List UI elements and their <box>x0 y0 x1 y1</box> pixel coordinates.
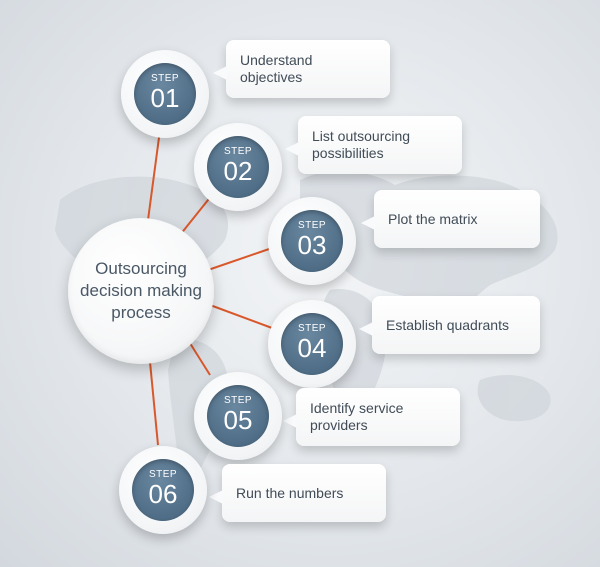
step-02-number: 02 <box>223 156 253 186</box>
central-topic-label: Outsourcing decision making process <box>80 259 202 322</box>
step-05-callout: Identify service providers <box>283 388 460 446</box>
step-03-badge: STEP 03 <box>268 197 356 285</box>
connector-step-02 <box>179 194 213 236</box>
step-04-callout: Establish quadrants <box>359 296 540 354</box>
connector-step-05 <box>187 339 211 376</box>
step-06-number: 06 <box>148 479 178 509</box>
step-01-word: STEP <box>150 73 180 84</box>
step-01-number: 01 <box>150 83 180 113</box>
step-01-badge: STEP 01 <box>121 50 209 138</box>
step-05-text: Identify service providers <box>310 400 404 433</box>
step-01-callout: Understand objectives <box>213 40 390 98</box>
step-05-number: 05 <box>223 405 253 435</box>
step-05-word: STEP <box>223 395 253 406</box>
connector-step-03 <box>207 247 273 271</box>
step-06-callout: Run the numbers <box>209 464 386 522</box>
connector-step-01 <box>147 129 161 221</box>
step-02-callout: List outsourcing possibilities <box>285 116 462 174</box>
step-02-word: STEP <box>223 146 253 157</box>
step-04-text: Establish quadrants <box>386 316 509 333</box>
step-06-badge: STEP 06 <box>119 446 207 534</box>
step-03-number: 03 <box>297 230 327 260</box>
central-topic-circle: Outsourcing decision making process <box>68 218 214 364</box>
step-02-badge: STEP 02 <box>194 123 282 211</box>
step-06-word: STEP <box>148 469 178 480</box>
step-04-badge: STEP 04 <box>268 300 356 388</box>
step-02-text: List outsourcing possibilities <box>312 128 411 161</box>
step-03-callout: Plot the matrix <box>361 190 540 248</box>
step-03-word: STEP <box>297 220 327 231</box>
step-04-word: STEP <box>297 323 327 334</box>
step-06-text: Run the numbers <box>236 484 344 501</box>
connector-step-06 <box>149 361 159 446</box>
step-05-badge: STEP 05 <box>194 372 282 460</box>
connector-step-04 <box>209 304 273 329</box>
step-01-text: Understand objectives <box>240 52 313 85</box>
step-04-number: 04 <box>297 333 327 363</box>
step-03-text: Plot the matrix <box>388 210 478 227</box>
